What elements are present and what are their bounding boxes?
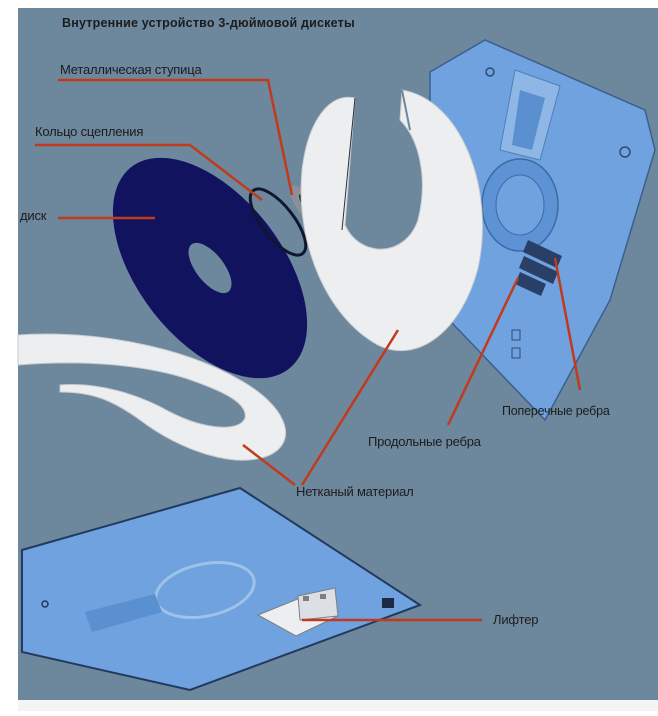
label-long-ribs: Продольные ребра (368, 434, 481, 449)
label-lifter: Лифтер (493, 612, 538, 627)
label-disk: диск (20, 208, 46, 223)
label-cross-ribs: Поперечные ребра (502, 404, 610, 419)
diagram-title: Внутренние устройство 3-дюймовой дискеты (62, 16, 355, 30)
label-clutch-ring: Кольцо сцепления (35, 124, 143, 139)
label-nonwoven: Нетканый материал (296, 484, 414, 499)
label-hub: Металлическая ступица (60, 62, 201, 77)
bottom-white-strip (18, 700, 658, 711)
